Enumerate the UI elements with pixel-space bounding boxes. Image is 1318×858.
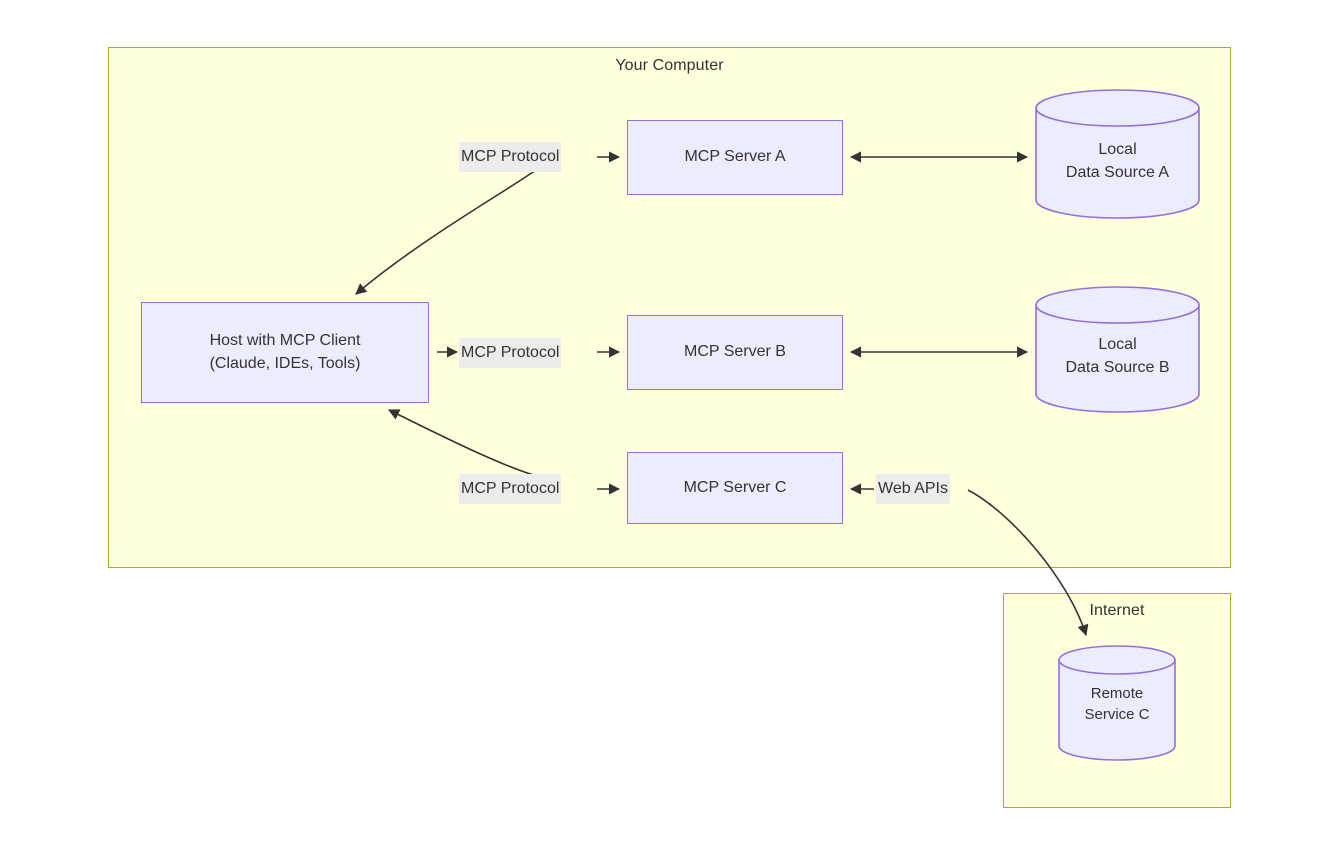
- remote-service-c-line1: Remote: [1090, 685, 1144, 702]
- cylinder-shape-icon: [1058, 645, 1176, 761]
- node-mcp-server-a[interactable]: MCP Server A: [627, 120, 843, 195]
- data-source-a-line1: Local: [1098, 141, 1137, 158]
- edge-label-mcp-protocol-c: MCP Protocol: [459, 474, 562, 504]
- node-local-data-source-a-label: Local Data Source A: [1035, 139, 1200, 184]
- node-mcp-server-b[interactable]: MCP Server B: [627, 315, 843, 390]
- remote-service-c-line2: Service C: [1084, 706, 1150, 724]
- edge-label-mcp-protocol-a: MCP Protocol: [459, 142, 562, 172]
- node-remote-service-c[interactable]: Remote Service C: [1058, 645, 1176, 761]
- cluster-internet-title: Internet: [1089, 602, 1145, 619]
- node-mcp-server-c-label: MCP Server C: [683, 478, 787, 496]
- edge-label-mcp-protocol-b: MCP Protocol: [459, 338, 562, 368]
- data-source-a-line2: Data Source A: [1065, 163, 1170, 181]
- node-local-data-source-b-label: Local Data Source B: [1035, 334, 1200, 379]
- data-source-b-line1: Local: [1098, 336, 1137, 353]
- node-mcp-server-b-label: MCP Server B: [684, 343, 786, 361]
- cluster-your-computer-title: Your Computer: [615, 57, 724, 74]
- node-host-with-mcp-client[interactable]: Host with MCP Client (Claude, IDEs, Tool…: [141, 302, 429, 403]
- edge-server-a-to-host: [355, 169, 537, 295]
- node-host-line2: (Claude, IDEs, Tools): [209, 354, 361, 372]
- data-source-b-line2: Data Source B: [1065, 358, 1170, 376]
- node-local-data-source-a[interactable]: Local Data Source A: [1035, 89, 1200, 219]
- edge-server-c-to-host: [387, 409, 541, 478]
- cylinder-shape-icon: [1035, 286, 1200, 413]
- edge-webapis-to-remote-c: [967, 489, 1089, 637]
- node-remote-service-c-label: Remote Service C: [1058, 683, 1176, 726]
- edge-label-web-apis: Web APIs: [876, 474, 950, 504]
- node-host-line1: Host with MCP Client: [209, 331, 361, 349]
- cylinder-shape-icon: [1035, 89, 1200, 219]
- node-mcp-server-a-label: MCP Server A: [684, 148, 786, 166]
- cluster-internet: Internet: [1003, 593, 1231, 808]
- node-local-data-source-b[interactable]: Local Data Source B: [1035, 286, 1200, 413]
- node-mcp-server-c[interactable]: MCP Server C: [627, 452, 843, 524]
